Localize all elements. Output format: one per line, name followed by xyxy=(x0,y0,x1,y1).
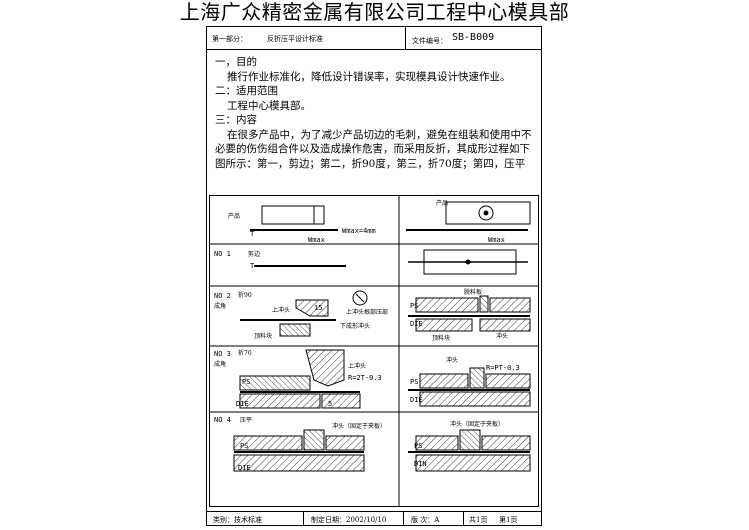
section-scope-text: 工程中心模具部。 xyxy=(227,99,311,112)
step-1-label: NO 1 xyxy=(214,250,231,258)
step-3-name: 折70 xyxy=(238,349,252,357)
step-2-r-stripper-top: 脱料板 xyxy=(464,288,482,296)
step-1-row: NO 1 剪边 T xyxy=(214,249,528,275)
t-label-step1: T xyxy=(250,262,255,270)
step-2-lower-punch: 下成形冲头 xyxy=(340,322,370,330)
footer-divider xyxy=(403,512,404,526)
file-number-label: 文件编号： xyxy=(412,37,447,45)
sheet-footer: 类别：技术标准 制定日期：2002/10/10 版 次：A 共1页 第1页 xyxy=(207,511,541,526)
step-3-upper-punch: 上冲头 xyxy=(348,362,366,370)
sheet-header: 第一部分： 反折压平设计标准 文件编号： SB-B009 xyxy=(207,27,541,50)
step-3-r-die: DIE xyxy=(410,396,423,404)
document-body: 一，目的 推行作业标准化，降低设计错误率，实现模具设计快速作业。 二：适用范围 … xyxy=(215,55,537,171)
step-3-sub: 成角 xyxy=(214,360,226,368)
step-2-r-stripper: 顶料块 xyxy=(432,334,450,342)
step-2-upper-punch: 上冲头 xyxy=(272,306,290,314)
step-4-r-ps: PS xyxy=(414,442,422,450)
footer-divider xyxy=(303,512,304,526)
file-number-box: 文件编号： SB-B009 xyxy=(405,27,542,49)
step-4-r-die: DIN xyxy=(414,460,427,468)
section-scope-heading: 二：适用范围 xyxy=(215,85,278,97)
step-3-rpt: R=2T-0.3 xyxy=(348,374,382,382)
document-sheet: 第一部分： 反折压平设计标准 文件编号： SB-B009 一，目的 推行作业标准… xyxy=(206,26,542,526)
section-purpose-text: 推行作业标准化，降低设计错误率，实现模具设计快速作业。 xyxy=(227,70,511,83)
step-3-ps: PS xyxy=(242,378,250,386)
standard-name: 反折压平设计标准 xyxy=(267,35,323,43)
part-label: 第一部分： xyxy=(212,35,247,43)
section-content-heading: 三：内容 xyxy=(215,114,257,126)
section-content-text: 在很多产品中，为了减少产品切边的毛刺，避免在组装和使用中不必要的伤伤组合件以及造… xyxy=(215,128,532,170)
step-2-r-punch: 冲头 xyxy=(496,332,508,340)
step-3-r-rpt: R=PT-0.3 xyxy=(486,364,520,372)
process-diagram: 产品 T Wmax=4mm Wmax 产品 Wmax NO 1 剪边 T xyxy=(209,195,539,507)
step-2-top-clamp: 上冲头根部压部 xyxy=(346,308,388,316)
t-label: T xyxy=(250,230,255,238)
step-2-name: 折90 xyxy=(238,291,252,299)
step-2-r-ps: PS xyxy=(410,302,418,310)
wmax-label: Wmax=4mm xyxy=(342,227,376,235)
product-label: 产品 xyxy=(228,212,240,220)
step-4-punch: 冲头（固定于夹板） xyxy=(332,422,386,430)
step-3-label: NO 3 xyxy=(214,350,231,358)
step-2-r-die: DIE xyxy=(410,320,423,328)
footer-divider xyxy=(463,512,464,526)
step-3-row: NO 3 折70 成角 上冲头 R=2T-0.3 PS DIE 5 冲头 R=P… xyxy=(214,349,531,409)
file-number: SB-B009 xyxy=(452,32,495,43)
footer-page-number: 第1页 xyxy=(499,516,518,524)
step-3-five: 5 xyxy=(328,400,332,408)
step-2-dim: 15 xyxy=(314,304,322,312)
page-title: 上海广众精密金属有限公司工程中心模具部 xyxy=(179,0,570,24)
footer-category: 类别：技术标准 xyxy=(213,516,262,524)
step-4-label: NO 4 xyxy=(214,416,231,424)
step-4-r-punch: 冲头（固定于夹板） xyxy=(450,420,504,428)
section-purpose-heading: 一，目的 xyxy=(215,56,257,68)
product-row: 产品 T Wmax=4mm Wmax 产品 Wmax xyxy=(228,199,531,244)
step-3-die: DIE xyxy=(236,400,249,408)
footer-date: 制定日期：2002/10/10 xyxy=(311,516,387,524)
footer-version: 版 次：A xyxy=(411,516,440,524)
product-left-view xyxy=(261,205,325,225)
wmax-short: Wmax xyxy=(308,236,325,244)
step-2-row: NO 2 折90 成角 15 上冲头 顶料块 下成形冲头 上冲头根部压部 脱料板 xyxy=(214,288,531,342)
wmax-short-right: Wmax xyxy=(488,236,505,244)
step-2-sub: 成角 xyxy=(214,302,226,310)
step-3-r-punch: 冲头 xyxy=(446,356,458,364)
product-label-right: 产品 xyxy=(436,199,448,207)
step-3-r-ps: PS xyxy=(410,378,418,386)
footer-total-pages: 共1页 xyxy=(469,516,488,524)
step-1-name: 剪边 xyxy=(248,250,260,258)
product-right-view xyxy=(445,201,531,225)
step-4-ps: PS xyxy=(240,442,248,450)
step-4-name: 压平 xyxy=(240,417,252,424)
step-2-stripper: 顶料块 xyxy=(254,332,272,340)
step-2-label: NO 2 xyxy=(214,292,231,300)
step-4-row: NO 4 压平 冲头（固定于夹板） PS DIE 冲头（固定于夹板） PS DI… xyxy=(214,416,531,472)
step-4-die: DIE xyxy=(238,464,251,472)
